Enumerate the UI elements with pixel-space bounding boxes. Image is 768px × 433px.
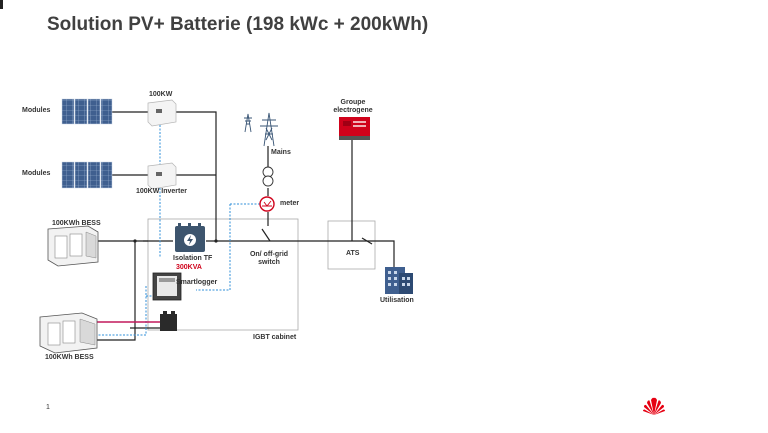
ats-label: ATS xyxy=(346,250,360,257)
generator-icon xyxy=(339,117,370,140)
genset-label-line2: electrogene xyxy=(333,107,373,114)
inverter-icon xyxy=(147,99,177,127)
building-icon xyxy=(385,267,413,294)
mains-label: Mains xyxy=(271,149,291,156)
igbt-cabinet-label: IGBT cabinet xyxy=(253,334,297,341)
huawei-logo xyxy=(643,397,665,415)
mains-transformer-icon xyxy=(262,166,274,187)
genset-label: Groupe electrogene xyxy=(328,99,378,115)
inverter-label: 100KW Inverter xyxy=(136,188,187,195)
switch-label-line1: On/ off-grid xyxy=(249,251,289,258)
battery-cabinet-icon xyxy=(39,312,98,354)
meter-label: meter xyxy=(280,200,300,207)
bess-label: 100KWh BESS xyxy=(45,354,94,361)
smartlogger-label: Smartlogger xyxy=(176,279,218,286)
isolation-tf-label: Isolation TF xyxy=(173,255,213,262)
solar-panel-icon xyxy=(61,161,113,189)
power-lines xyxy=(97,111,395,341)
page-number: 1 xyxy=(46,404,50,411)
junction-dot xyxy=(133,239,137,243)
utilisation-label: Utilisation xyxy=(380,297,414,304)
smartlogger-icon xyxy=(152,272,182,301)
power-pylon-icon xyxy=(244,112,278,147)
battery-module-icon xyxy=(160,311,177,331)
battery-cabinet-icon xyxy=(47,225,99,267)
modules-label: Modules xyxy=(22,170,51,177)
meter-icon xyxy=(259,196,275,212)
isolation-rating-label: 300KVA xyxy=(176,264,202,271)
junction-dot xyxy=(214,239,218,243)
page-title: Solution PV+ Batterie (198 kWc + 200kWh) xyxy=(47,14,429,35)
inverter-icon xyxy=(147,162,177,190)
transformer-icon xyxy=(175,223,205,252)
switch-label-line2: switch xyxy=(258,259,280,266)
edge-mark xyxy=(0,0,3,9)
igbt-cabinet-box xyxy=(147,218,299,331)
inverter-label: 100KW xyxy=(149,91,173,98)
comm-lines xyxy=(97,125,264,336)
modules-label: Modules xyxy=(22,107,51,114)
genset-label-line1: Groupe xyxy=(340,99,366,106)
switch-label: On/ off-grid switch xyxy=(246,251,292,267)
bess-label: 100KWh BESS xyxy=(52,220,101,227)
solar-panel-icon xyxy=(61,98,113,125)
